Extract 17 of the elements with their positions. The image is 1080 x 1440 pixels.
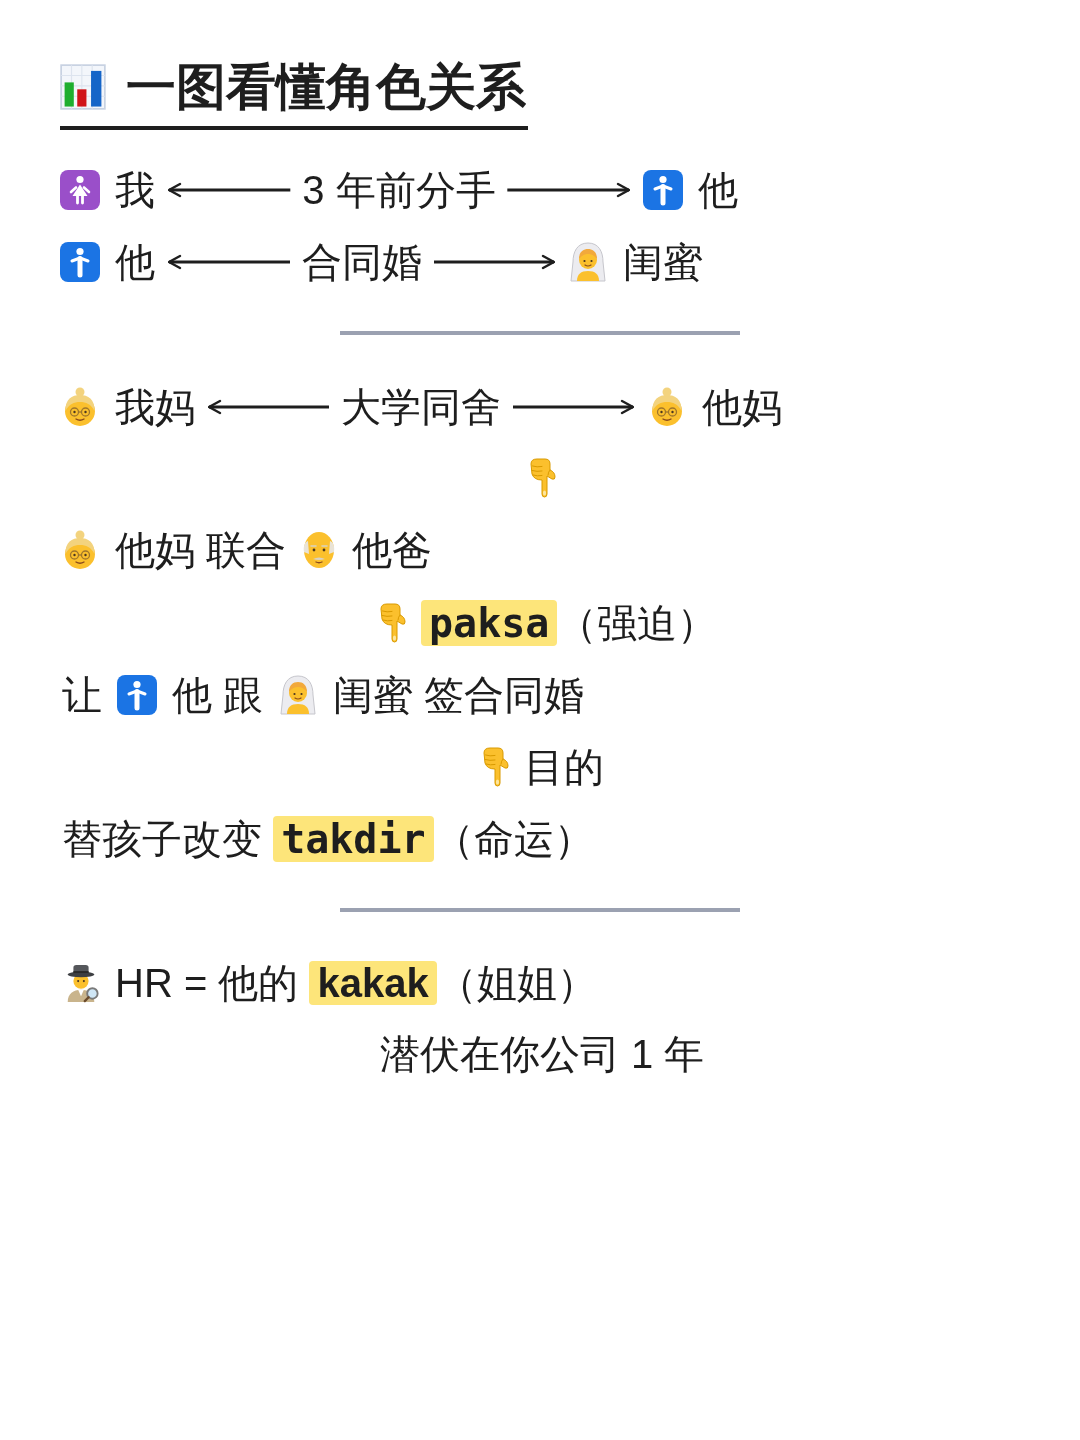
role-name: 闺蜜: [623, 239, 703, 286]
note-text: 他妈 联合: [115, 527, 287, 574]
note-text: 潜伏在你公司 1 年: [380, 1031, 705, 1078]
note-text: paksa（强迫）: [421, 599, 718, 647]
role-name: 他妈: [702, 384, 782, 431]
role-name: 我: [115, 167, 155, 214]
note-text: 他 跟: [172, 672, 264, 719]
note-text: HR = 他的 kakak（姐姐）: [115, 960, 597, 1007]
note-text: 目的: [524, 744, 604, 791]
role-name: 他: [115, 239, 155, 286]
role-name: 他: [698, 167, 738, 214]
note-text: 他爸: [352, 527, 433, 574]
note-text: 让: [62, 672, 102, 719]
note-text: 替孩子改变 takdir（命运）: [62, 815, 594, 863]
title-text: 一图看懂角色关系: [126, 58, 526, 117]
role-name: 我妈: [115, 384, 195, 431]
note-text: 闺蜜 签合同婚: [333, 672, 585, 719]
